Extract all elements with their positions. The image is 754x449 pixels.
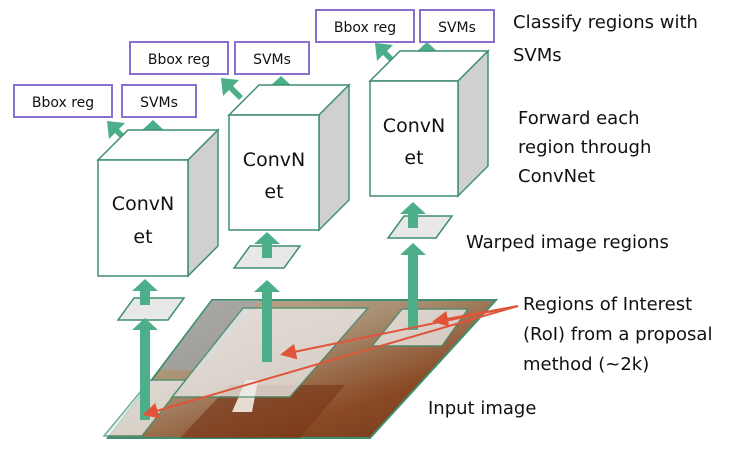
bbox-reg-label: Bbox reg xyxy=(334,20,396,36)
bbox-reg-box xyxy=(315,9,415,43)
arrow-up-icon xyxy=(132,318,158,420)
svms-box xyxy=(121,84,197,118)
arrow-up-icon xyxy=(132,279,158,305)
bbox-reg-label: Bbox reg xyxy=(32,95,94,111)
svms-box xyxy=(419,9,495,43)
svms-label: SVMs xyxy=(140,95,178,111)
roi-annotation: (RoI) from a proposal xyxy=(523,324,712,345)
svms-label: SVMs xyxy=(253,52,291,68)
red-arrow-icon xyxy=(142,305,519,419)
roi-annotation: method (~2k) xyxy=(523,354,649,375)
warped-region-left xyxy=(116,297,186,321)
input-image-annotation: Input image xyxy=(428,398,536,419)
arrow-diagonal-icon xyxy=(221,78,243,103)
arrow-up-icon xyxy=(400,243,426,330)
arrow-up-icon xyxy=(400,202,426,228)
bbox-reg-box xyxy=(13,84,113,118)
convnet-label: et xyxy=(264,181,283,203)
convnet-label: et xyxy=(404,147,423,169)
bbox-reg-box xyxy=(129,41,229,75)
convnet-label: et xyxy=(133,226,152,248)
convnet-cube-left: ConvN et xyxy=(96,128,220,278)
convnet-cube-right: ConvN et xyxy=(368,49,490,198)
roi-pointer-arrows xyxy=(142,305,519,419)
bbox-reg-label: Bbox reg xyxy=(148,52,210,68)
forward-annotation: region through xyxy=(518,137,651,158)
output-boxes xyxy=(13,9,495,118)
warped-region-right xyxy=(386,215,454,239)
arrow-up-icon xyxy=(254,232,280,258)
forward-annotation: Forward each xyxy=(518,108,640,129)
warped-annotation: Warped image regions xyxy=(466,232,669,253)
red-arrow-icon xyxy=(280,305,519,360)
forward-annotation: ConvNet xyxy=(518,166,595,187)
classify-annotation: Classify regions with xyxy=(513,12,698,33)
convnet-label: ConvN xyxy=(243,149,305,171)
classify-annotation: SVMs xyxy=(513,45,562,66)
arrow-up-icon xyxy=(254,280,280,362)
svms-label: SVMs xyxy=(438,20,476,36)
convnet-label: ConvN xyxy=(112,193,174,215)
convnet-cube-middle: ConvN et xyxy=(227,83,351,232)
svms-box xyxy=(234,41,310,75)
convnet-label: ConvN xyxy=(383,115,445,137)
roi-annotation: Regions of Interest xyxy=(523,294,692,315)
